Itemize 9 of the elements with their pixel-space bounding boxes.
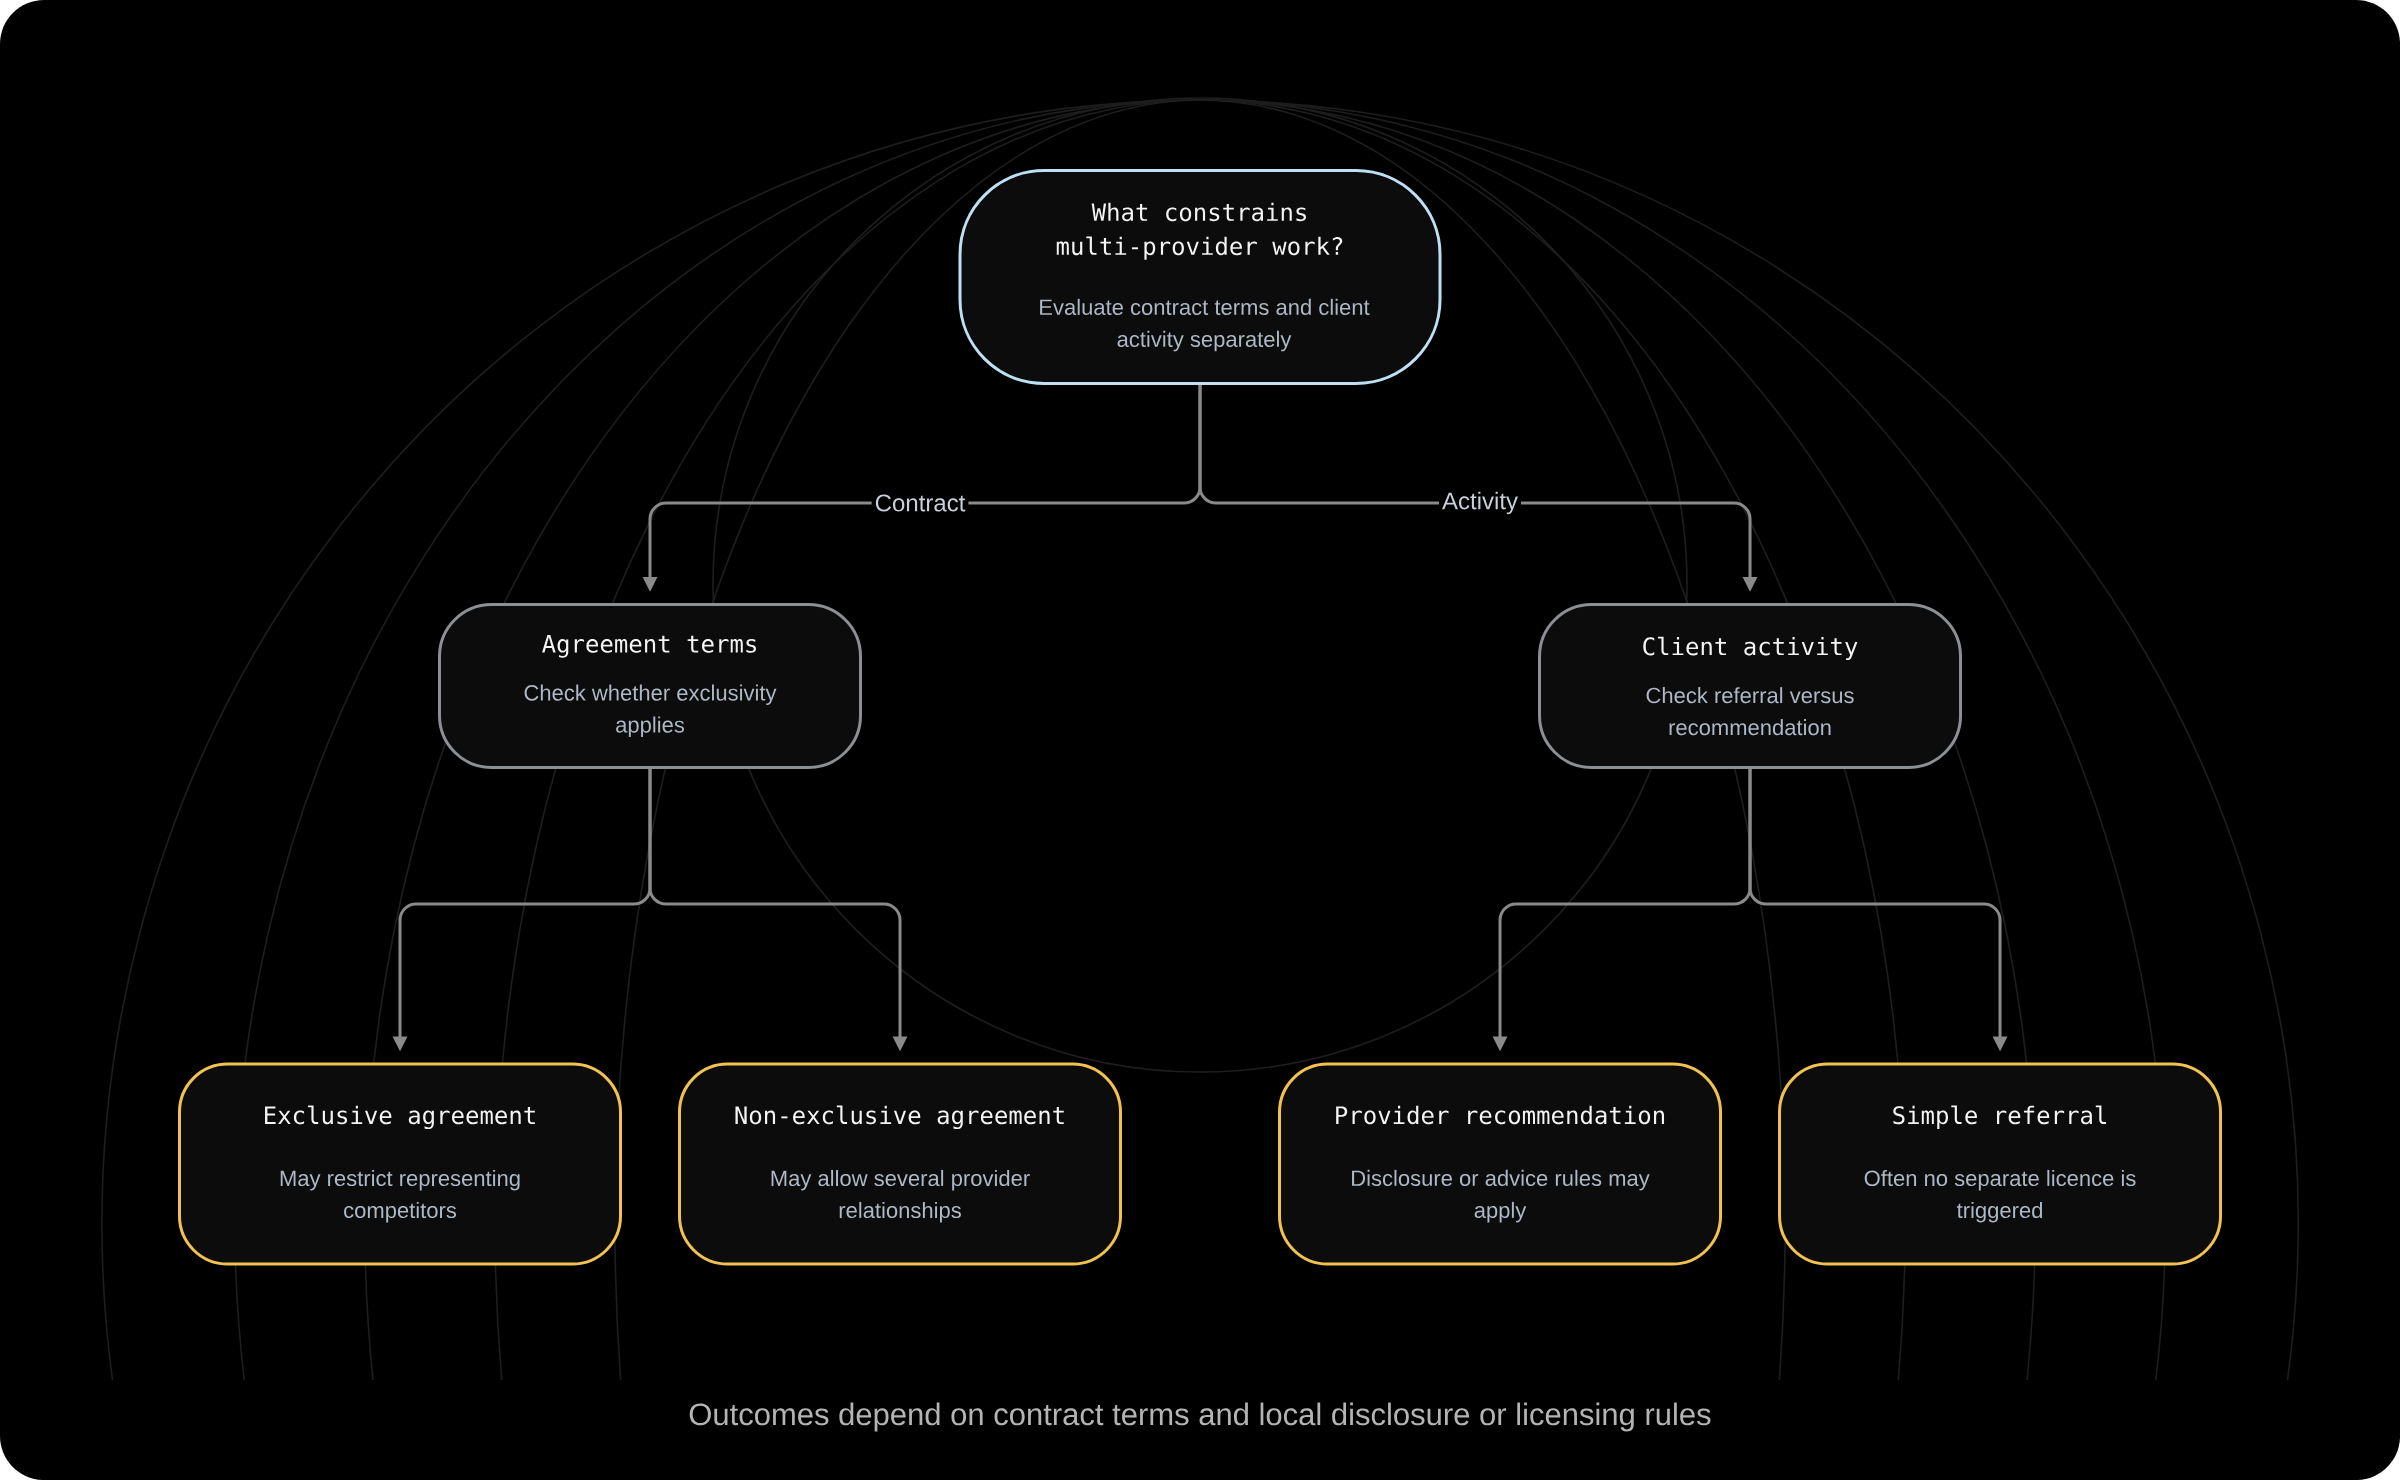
caption: Outcomes depend on contract terms and local disclosure or licensing rules [689, 1402, 1711, 1432]
edge-label: Activity [1439, 489, 1521, 517]
outcome-box: Provider recommendation Disclosure or advice rules may apply [1278, 1062, 1722, 1266]
question-box: What constrains multi-provider work? Evaluate contract terms and client activity separately [958, 169, 1442, 385]
outcome-box: Non-exclusive agreement May allow several provider relationships [678, 1062, 1122, 1266]
category-box: Agreement terms Check whether exclusivity applies [438, 603, 862, 769]
outcome-box: Simple referral Often no separate licence is triggered [1778, 1062, 2223, 1266]
category-box: Client activity Check referral versus recommendation [1538, 603, 1963, 769]
outcome-box: Exclusive agreement May restrict representing competitors [178, 1062, 622, 1266]
